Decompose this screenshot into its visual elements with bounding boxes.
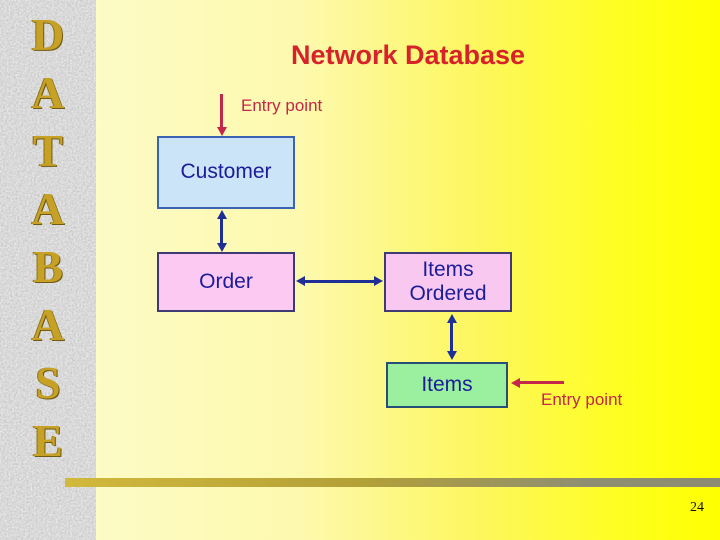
entry-point-label-top: Entry point — [241, 96, 323, 115]
sidebar-letter: E — [32, 416, 63, 466]
page-number: 24 — [690, 500, 704, 515]
entry-arrow-top-line — [220, 94, 223, 128]
sidebar-letter: B — [32, 242, 63, 292]
sidebar-letter: A — [31, 184, 65, 234]
itemsordered-items-connector-head-down-icon — [447, 351, 457, 360]
customer-order-connector-head-down-icon — [217, 243, 227, 252]
customer-order-connector — [220, 218, 223, 245]
sidebar-letter: A — [31, 300, 65, 350]
customer-box: Customer — [157, 136, 295, 209]
itemsordered-items-connector-head-up-icon — [447, 314, 457, 323]
sidebar-letter: T — [32, 126, 63, 176]
sidebar-letter: A — [31, 68, 65, 118]
entry-arrow-bottom-line — [519, 381, 564, 384]
items-box-label: Items — [421, 372, 473, 396]
order-box-label: Order — [199, 269, 253, 293]
customer-box-label: Customer — [180, 160, 272, 184]
order-itemsordered-connector-head-right-icon — [374, 276, 383, 286]
items-ordered-box-label: Items Ordered — [409, 257, 487, 305]
slide-title: Network Database — [290, 40, 526, 70]
order-itemsordered-connector — [304, 280, 375, 283]
sidebar-letter: S — [35, 358, 61, 408]
items-box: Items — [386, 362, 508, 408]
order-itemsordered-connector-head-left-icon — [296, 276, 305, 286]
entry-arrow-bottom-head-icon — [511, 378, 520, 388]
divider-bar — [65, 478, 720, 487]
items-ordered-box: Items Ordered — [384, 252, 512, 312]
customer-order-connector-head-up-icon — [217, 210, 227, 219]
sidebar-letter: D — [31, 10, 65, 60]
granite-noise-image — [0, 0, 96, 540]
itemsordered-items-connector — [450, 322, 453, 352]
entry-arrow-top-head-icon — [217, 127, 227, 136]
order-box: Order — [157, 252, 295, 312]
entry-point-label-bottom: Entry point — [541, 390, 623, 409]
